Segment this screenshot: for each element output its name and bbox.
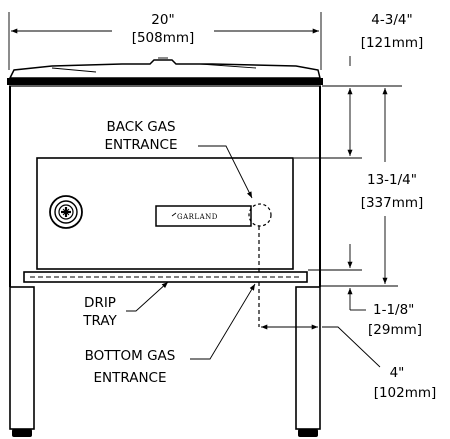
bottom-gas-label-line2: ENTRANCE: [94, 370, 167, 386]
offset-mm-label: [102mm]: [374, 385, 437, 401]
right-foot: [298, 429, 318, 437]
width-mm-label: [508mm]: [132, 30, 195, 46]
bottom-gas-label-line1: BOTTOM GAS: [85, 348, 176, 364]
tray-in-label: 1-1/8": [373, 302, 414, 318]
left-foot: [12, 429, 32, 437]
top-mm-label: [121mm]: [361, 35, 424, 51]
cooktop-detail: [51, 63, 257, 73]
top-in-label: 4-3/4": [371, 12, 412, 28]
drip-tray-label-line2: TRAY: [82, 313, 117, 329]
back-gas-label-line2: ENTRANCE: [105, 137, 178, 153]
offset-in-label: 4": [390, 365, 405, 381]
tray-mm-label: [29mm]: [368, 322, 422, 338]
width-label-bg: [112, 10, 214, 50]
brand-label: GARLAND: [177, 213, 218, 221]
offset-leader: [322, 326, 381, 368]
left-leg: [9, 286, 35, 430]
brand-plate: [155, 205, 252, 227]
brand-swoosh-icon: [171, 212, 177, 217]
height-mm-label: [337mm]: [361, 195, 424, 211]
top-rail: [7, 78, 323, 85]
back-gas-label-bg: [82, 118, 200, 156]
height-in-label: 13-1/4": [367, 172, 417, 188]
cooktop-grate: [8, 59, 321, 79]
back-gas-leader: [198, 145, 253, 199]
drip-tray-leader: [126, 281, 169, 312]
back-gas-label-line1: BACK GAS: [106, 119, 175, 135]
width-in-label: 20": [151, 12, 174, 28]
control-knob-icon: [49, 195, 83, 229]
right-leg: [295, 286, 321, 430]
back-gas-entrance-marker: [248, 203, 272, 227]
drip-tray-label-line1: DRIP: [84, 295, 116, 311]
bottom-gas-leader: [190, 283, 256, 360]
